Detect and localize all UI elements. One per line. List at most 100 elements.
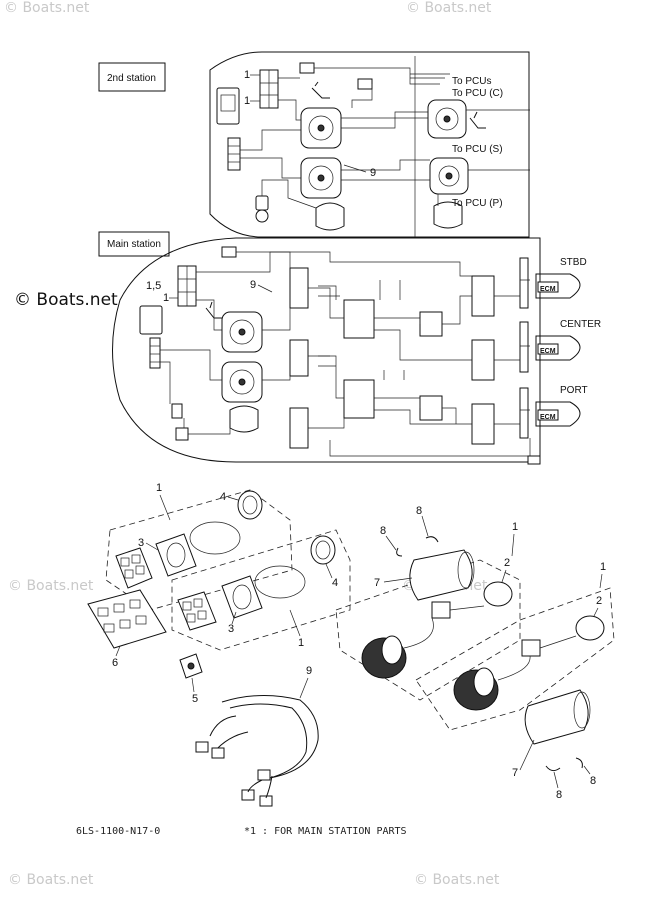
watermark-top-left: © Boats.net	[4, 0, 90, 16]
clip-8b	[425, 536, 439, 543]
key-switch	[255, 195, 269, 211]
control-panel-plate	[216, 87, 240, 125]
harness-connector-e	[259, 795, 273, 807]
buzzer	[255, 209, 269, 223]
callout-6: 6	[112, 657, 118, 669]
actuator-port	[471, 403, 495, 445]
ecm-stbd-box	[537, 281, 559, 293]
callout-7b: 7	[512, 767, 518, 779]
clip-8d	[575, 757, 583, 769]
engine-port-label: PORT	[560, 385, 588, 396]
watermark-bottom-right: © Boats.net	[414, 872, 500, 888]
ecm-port-housing	[535, 401, 581, 427]
callout-1-top: 1	[156, 482, 162, 494]
actuator-stbd	[471, 275, 495, 317]
engine-center-label: CENTER	[560, 319, 601, 330]
main-callout-1-5: 1,5	[146, 280, 161, 292]
knob-4b	[310, 535, 336, 565]
second-callout-1a: 1	[244, 69, 250, 81]
callout-7a: 7	[374, 577, 380, 589]
display-unit-2	[433, 201, 463, 229]
group-outline-right-2	[415, 587, 615, 731]
terminal-stbd	[519, 257, 529, 309]
bezel-3b	[221, 575, 263, 619]
relay-box-2	[419, 395, 443, 421]
engine-stbd-label: STBD	[560, 257, 587, 268]
main-connector-top	[221, 246, 237, 258]
callout-4-right: 4	[332, 577, 338, 589]
exploded-view: 1 4 3 4 3 1 6 5 9 8 8 1 7 2 1 2 7 8 8	[87, 482, 615, 807]
main-station-title: Main station	[107, 239, 161, 250]
relay-box-1	[419, 311, 443, 337]
label-to-pcus: To PCUs	[452, 76, 491, 87]
switch-panel-3a	[115, 547, 153, 589]
connector-mid	[357, 78, 373, 90]
ecm-stbd-label: ECM	[540, 286, 556, 293]
watermark-bottom-left: © Boats.net	[8, 872, 94, 888]
footer-code: 6LS-1100-N17-0	[76, 826, 160, 837]
label-to-pcu-c: To PCU (C)	[452, 88, 503, 99]
callout-8c: 8	[556, 789, 562, 801]
watermark-mid-left: © Boats.net	[8, 578, 94, 594]
actuator-center	[471, 339, 495, 381]
main-control-plate	[139, 305, 163, 335]
main-buzzer	[175, 427, 189, 441]
callout-2b: 2	[596, 595, 602, 607]
label-to-pcu-p: To PCU (P)	[452, 198, 503, 209]
main-station-panel: Main station 1,5 1 9	[98, 231, 601, 465]
second-station-panel: 2nd station	[98, 51, 530, 238]
callout-8a: 8	[380, 525, 386, 537]
group-outline-1b	[171, 529, 351, 651]
cover-7b	[524, 689, 589, 745]
callout-1-right-b: 1	[600, 561, 606, 573]
harness-connector-d	[241, 789, 255, 801]
terminal-center	[519, 321, 529, 373]
connector-unit-b	[521, 639, 541, 657]
display-unit	[315, 202, 345, 231]
connector-top	[299, 62, 315, 74]
multi-switch-panel-6	[87, 589, 167, 649]
hub-middle	[289, 339, 309, 377]
label-to-pcu-s: To PCU (S)	[452, 144, 503, 155]
main-callout-1: 1	[163, 292, 169, 304]
callout-8b: 8	[416, 505, 422, 517]
callout-1-lower: 1	[298, 637, 304, 649]
callout-5: 5	[192, 693, 198, 705]
callout-3-top: 3	[138, 537, 144, 549]
switch-panel-3b	[177, 591, 217, 631]
harness-connector-b	[211, 747, 225, 759]
second-callout-1b: 1	[244, 95, 250, 107]
main-display-unit	[229, 405, 259, 433]
terminal-port	[519, 387, 529, 439]
wiring-harness-9	[209, 694, 319, 781]
harness-connector-a	[195, 741, 209, 753]
clip-8c	[545, 765, 561, 772]
ecm-port-box	[537, 409, 559, 421]
callout-4-top: 4	[220, 491, 226, 503]
harness-connector-c	[257, 769, 271, 781]
footer-note: *1 : FOR MAIN STATION PARTS	[244, 826, 407, 837]
watermark-main: © Boats.net	[14, 290, 118, 310]
cover-7a	[409, 549, 473, 601]
cap-2b	[575, 615, 605, 641]
ecm-port-label: ECM	[540, 414, 556, 421]
group-outline-right-1	[335, 559, 521, 701]
main-ground-terminal	[527, 455, 541, 465]
ecm-center-label: ECM	[540, 348, 556, 355]
clip-8a	[396, 547, 403, 557]
main-connector-block	[149, 337, 161, 369]
main-key-switch	[171, 403, 183, 419]
group-outline-1a	[105, 489, 293, 611]
callout-8d: 8	[590, 775, 596, 787]
main-callout-9: 9	[250, 279, 256, 291]
connector-unit-a	[431, 601, 451, 619]
pcu-unit-stbd	[343, 299, 375, 339]
ecm-center-box	[537, 343, 559, 355]
bezel-3a	[155, 533, 197, 577]
callout-1-right-a: 1	[512, 521, 518, 533]
ecm-stbd-housing	[535, 273, 581, 299]
hub-upper	[289, 267, 309, 309]
watermark-top-right: © Boats.net	[406, 0, 492, 16]
callout-3-lower: 3	[228, 623, 234, 635]
